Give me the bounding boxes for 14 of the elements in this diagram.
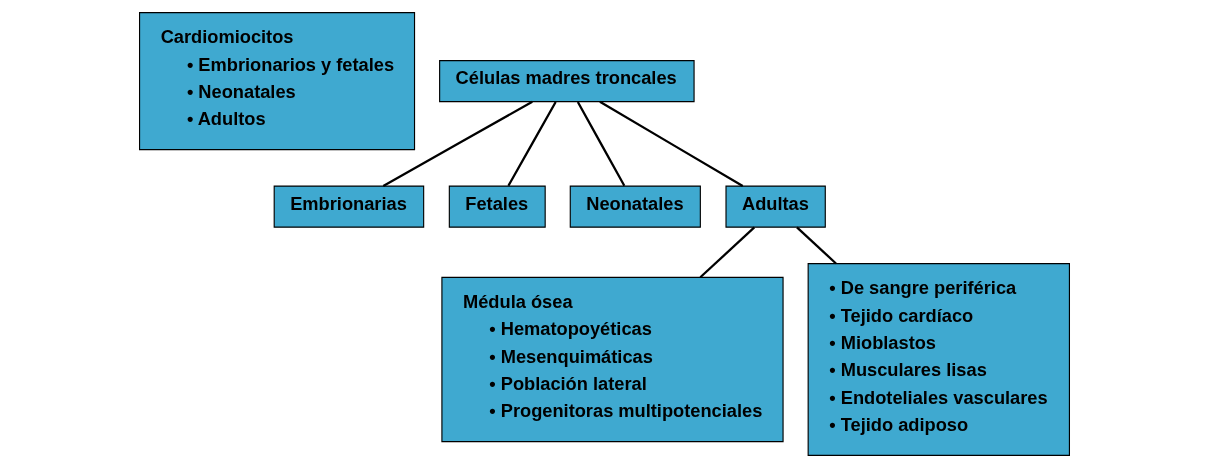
connector [796,226,837,265]
connector [699,226,756,279]
node-box: Adultas [725,185,826,228]
node-box: Fetales [448,185,546,228]
node-box: Neonatales [569,185,701,228]
connector [576,101,626,187]
node-box: Células madres troncales [439,60,695,103]
connector [599,100,744,188]
node-box: • De sangre periférica • Tejido cardíaco • Mioblastos • Musculares lisas • Endoteliales vasculares • Tejido adiposo [807,263,1070,456]
node-box: Médula ósea • Hematopoyéticas • Mesenquimáticas • Población lateral • Progenitoras multipotenciales [441,276,784,443]
connector [507,101,557,187]
node-box: Embrionarias [273,185,425,228]
node-box: Cardiomiocitos • Embrionarios y fetales • Neonatales • Adultos [139,12,416,151]
connector [382,100,533,188]
